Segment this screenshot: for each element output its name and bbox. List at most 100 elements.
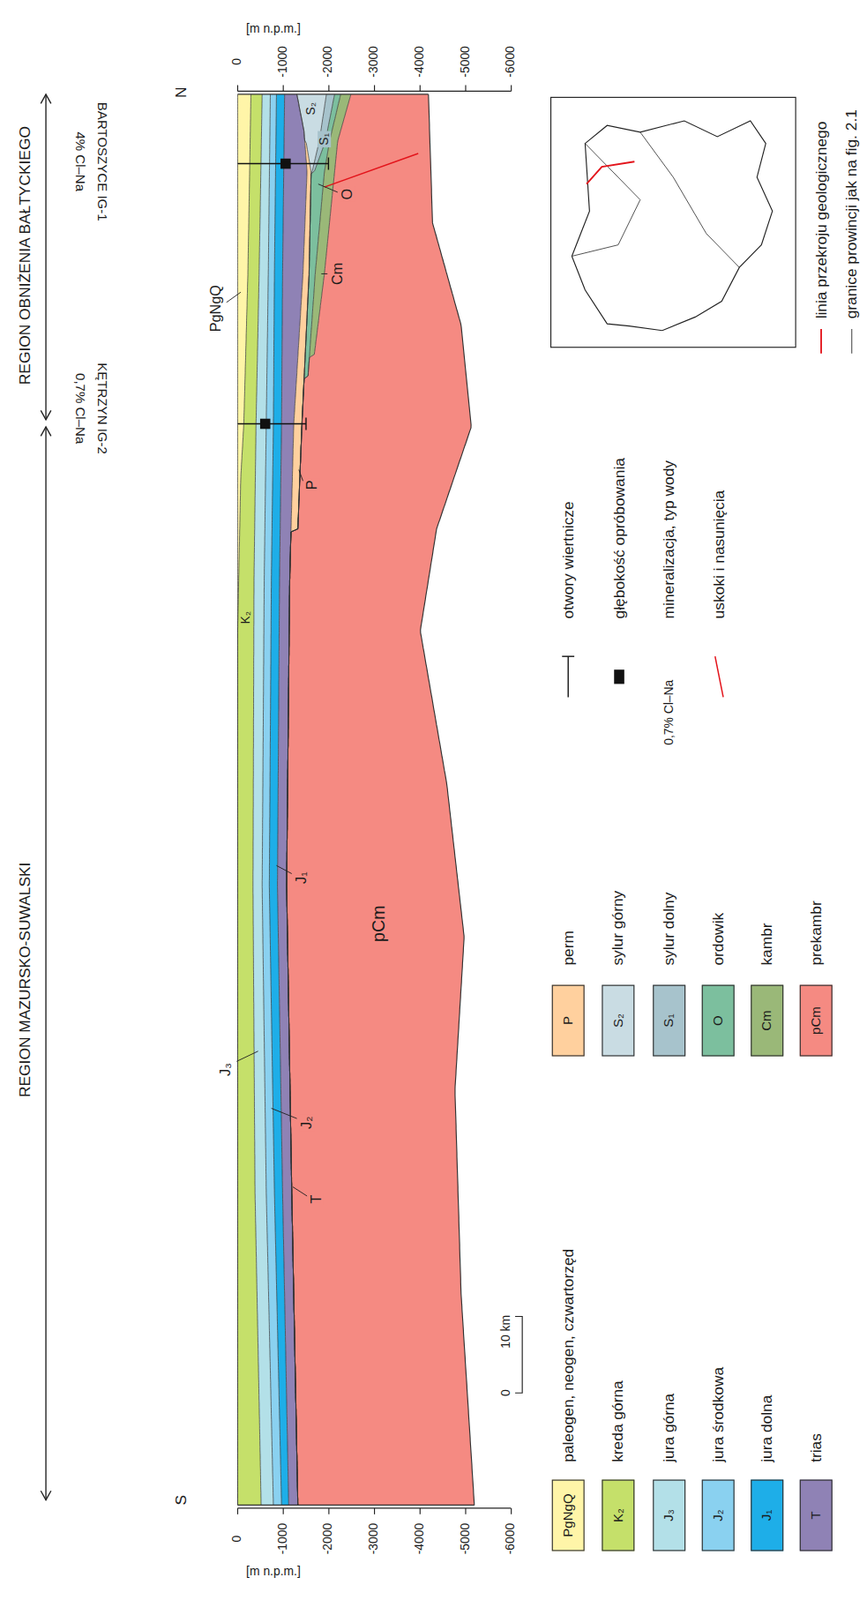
layer-label: pCm (369, 904, 389, 942)
section-line-symbol (820, 328, 823, 354)
arrow-head (40, 410, 52, 419)
province-boundary (571, 143, 640, 257)
axis-tick (328, 85, 329, 92)
axis-value: -6000 (504, 1523, 518, 1555)
direction-label: N (172, 86, 190, 98)
borehole-symbol (561, 655, 575, 657)
legend-text: granice prowincji jak na fig. 2.1 (843, 109, 860, 319)
axis-tick (419, 85, 421, 92)
layer-label: K₂ (239, 609, 253, 627)
legend-swatch: P (552, 985, 585, 1057)
legend-swatch: S₂ (601, 985, 635, 1057)
sampling-depth (280, 158, 292, 170)
water-type: 4% Cl–Na (72, 131, 88, 192)
swatch-code: S₁ (661, 1014, 677, 1028)
axis-value: -6000 (504, 45, 518, 78)
axis-tick (237, 85, 239, 92)
water-type: 0,7% Cl–Na (72, 373, 88, 444)
axis-value: -3000 (367, 45, 382, 78)
legend-text: otwory wiertnicze (560, 500, 577, 619)
axis-value: -1000 (276, 45, 291, 78)
swatch-code: T (808, 1510, 824, 1519)
layer-boundary (286, 94, 352, 1506)
region-name: REGION OBNIŻENIA BAŁTYCKIEGO (16, 126, 34, 385)
direction-label: S (172, 1494, 190, 1506)
legend-swatch: pCm (799, 985, 833, 1057)
legend-text: mineralizacja, typ wody (660, 460, 678, 619)
legend-text: prekambr (807, 900, 825, 965)
leader-line (292, 1187, 307, 1196)
layer-boundary (237, 94, 251, 1506)
arrow-head (40, 94, 52, 104)
axis-tick (510, 85, 512, 92)
country-outline (571, 120, 772, 331)
borehole (237, 423, 306, 425)
axis-value: -5000 (458, 1523, 472, 1555)
legend-text: kambr (758, 922, 776, 965)
region-arrow (44, 94, 46, 420)
layer-label: O (339, 186, 356, 202)
leader-line (276, 865, 292, 874)
legend-text: perm (560, 930, 577, 966)
axis-unit: [m n.p.m.] (246, 22, 301, 36)
legend-swatch: O (702, 985, 735, 1057)
axis-value: -2000 (321, 1523, 336, 1555)
borehole-end (305, 418, 307, 431)
layer-label: T (308, 1192, 325, 1206)
legend-text: linia przekroju geologicznego (812, 121, 830, 320)
legend-text: jura dolna (758, 1395, 776, 1463)
layer-label: S₂ (304, 99, 318, 117)
axis-tick (419, 1508, 421, 1515)
axis-value: -5000 (458, 45, 472, 78)
legend-swatch: T (799, 1479, 833, 1552)
layer-boundary (253, 94, 262, 1506)
region-name: REGION MAZURSKO-SUWALSKI (16, 862, 34, 1098)
legend-text: paleogen, neogen, czwartorzęd (560, 1248, 577, 1463)
province-boundary (640, 132, 740, 268)
arrow-head (40, 1490, 52, 1500)
scale-label: 10 km (499, 1315, 513, 1349)
leader-line (236, 1051, 258, 1062)
legend-text: uskoki i nasunięcia (710, 490, 728, 620)
legend-text: ordowik (710, 912, 727, 966)
axis-tick (328, 1508, 329, 1515)
swatch-code: K₂ (611, 1508, 627, 1523)
axis-value: -2000 (321, 45, 336, 78)
scale-bar (515, 1315, 523, 1393)
axis-unit: [m n.p.m.] (246, 1564, 301, 1578)
layer-label: J₁ (293, 869, 310, 886)
fault-symbol (715, 656, 724, 697)
axis-tick (464, 85, 466, 92)
legend-text: sylur górny (609, 890, 627, 966)
legend-swatch: PgNgQ (552, 1479, 585, 1552)
axis-value: -1000 (276, 1523, 291, 1555)
legend-text: jura górna (660, 1393, 678, 1463)
leader-line (321, 273, 328, 275)
legend-sample: 0,7% Cl–Na (662, 680, 676, 746)
legend-swatch: K₂ (601, 1479, 635, 1552)
layer-boundary (286, 94, 341, 1506)
region-arrow (44, 426, 46, 1501)
axis-value: 0 (231, 58, 245, 66)
axis-tick (464, 1508, 466, 1515)
arrow-head (40, 426, 52, 436)
borehole-symbol (568, 656, 569, 697)
axis-tick (510, 1508, 512, 1515)
legend-text: kreda górna (609, 1380, 627, 1463)
boundary-symbol (851, 328, 853, 354)
axis-value: -4000 (413, 1523, 427, 1555)
swatch-code: PgNgQ (560, 1493, 576, 1537)
legend-text: jura środkowa (710, 1367, 727, 1463)
leader-line (271, 1108, 298, 1120)
borehole-end (328, 157, 329, 171)
legend-text: sylur dolny (660, 892, 678, 966)
legend-swatch: J₂ (702, 1479, 735, 1552)
swatch-code: P (560, 1016, 576, 1025)
inset-frame (551, 97, 797, 347)
axis-tick (373, 1508, 375, 1515)
sampling-depth (260, 418, 271, 430)
legend-swatch: Cm (750, 985, 784, 1057)
axis-tick (283, 85, 285, 92)
axis-tick (237, 1508, 239, 1515)
